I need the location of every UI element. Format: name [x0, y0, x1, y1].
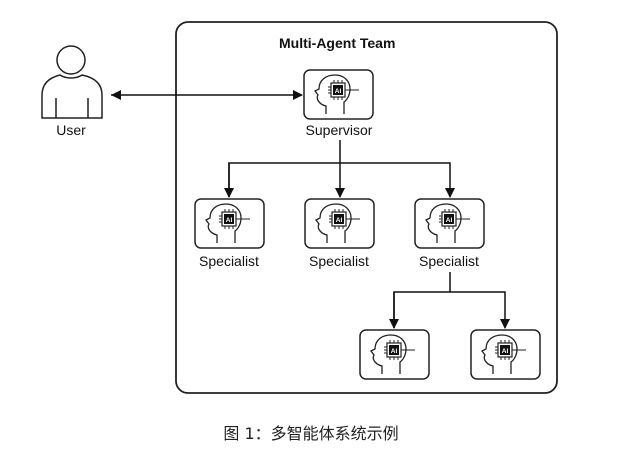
supervisor-agent-icon — [303, 69, 374, 120]
specialist-agent-icon-3 — [414, 198, 485, 249]
specialist-label-1: Specialist — [199, 253, 259, 269]
user-icon — [41, 45, 103, 119]
supervisor-label: Supervisor — [305, 122, 373, 138]
user-label: User — [56, 122, 86, 138]
specialist-connectors — [389, 272, 510, 329]
specialist-agent-icon-1 — [194, 198, 265, 249]
team-container — [175, 21, 558, 394]
specialist-agent-icon-2 — [304, 198, 375, 249]
supervisor-connectors — [224, 140, 455, 198]
specialist-label-3: Specialist — [419, 253, 479, 269]
figure-caption: 图 1：多智能体系统示例 — [223, 424, 399, 443]
sub-agent-icon-1 — [359, 329, 430, 380]
team-title: Multi-Agent Team — [279, 35, 396, 51]
sub-agent-icon-2 — [470, 329, 541, 380]
specialist-label-2: Specialist — [309, 253, 369, 269]
